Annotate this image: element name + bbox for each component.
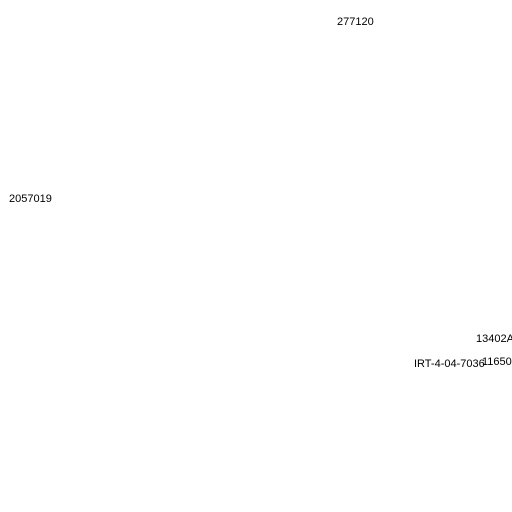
code-label-11650: 11650 bbox=[482, 356, 512, 368]
code-label-277120: 277120 bbox=[337, 16, 374, 28]
code-label-irt-4-04-7036: IRT-4-04-7036 bbox=[414, 358, 485, 370]
code-label-13402a: 13402A bbox=[476, 333, 512, 345]
code-label-2057019: 2057019 bbox=[9, 193, 52, 205]
